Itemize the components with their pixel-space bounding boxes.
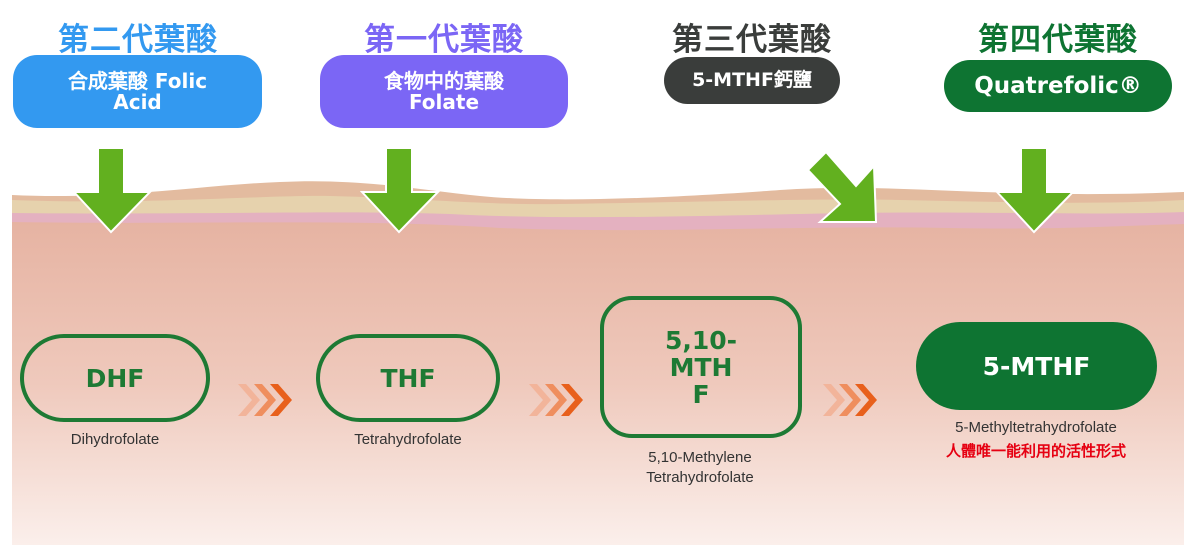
folate-badge: 食物中的葉酸 Folate	[320, 55, 568, 128]
gen1-title: 第一代葉酸	[364, 22, 524, 58]
node-line: MTH	[669, 352, 733, 382]
caption-line: Tetrahydrofolate	[646, 469, 754, 486]
node-line: 5,10-	[664, 325, 738, 355]
mthf-caption: 5-Methyltetrahydrofolate	[955, 419, 1117, 436]
gen2-title: 第二代葉酸	[58, 22, 218, 58]
chevrons-right-icon	[823, 384, 877, 416]
methylene-thf-caption: 5,10-Methylene Tetrahydrofolate	[590, 448, 810, 488]
active-form-note: 人體唯一能利用的活性形式	[945, 442, 1126, 460]
gen4-title: 第四代葉酸	[978, 22, 1138, 58]
badge-line: Folate	[408, 89, 480, 114]
arrow-down-icon	[72, 147, 152, 234]
mthf-node: 5-MTHF	[916, 322, 1157, 410]
methylene-thf-node: 5,10- MTH F	[600, 296, 802, 438]
gen3-title: 第三代葉酸	[672, 22, 832, 58]
arrow-down-icon	[360, 147, 440, 234]
caption-line: 5,10-Methylene	[648, 449, 752, 466]
mthf-calcium-badge: 5-MTHF鈣鹽	[664, 57, 840, 104]
badge-line: 合成葉酸 Folic	[67, 68, 208, 93]
node-line: F	[692, 379, 710, 409]
thf-caption: Tetrahydrofolate	[354, 431, 462, 448]
arrow-down-icon	[995, 147, 1075, 234]
badge-line: Acid	[113, 89, 162, 114]
badge-line: 食物中的葉酸	[384, 68, 504, 93]
folic-acid-badge: 合成葉酸 Folic Acid	[13, 55, 262, 128]
quatrefolic-badge: Quatrefolic®	[944, 60, 1172, 112]
arrow-diagonal-icon	[806, 150, 878, 223]
dhf-node: DHF	[20, 334, 210, 422]
chevrons-right-icon	[238, 384, 292, 416]
thf-node: THF	[316, 334, 500, 422]
dhf-caption: Dihydrofolate	[70, 431, 160, 448]
chevrons-right-icon	[529, 384, 583, 416]
